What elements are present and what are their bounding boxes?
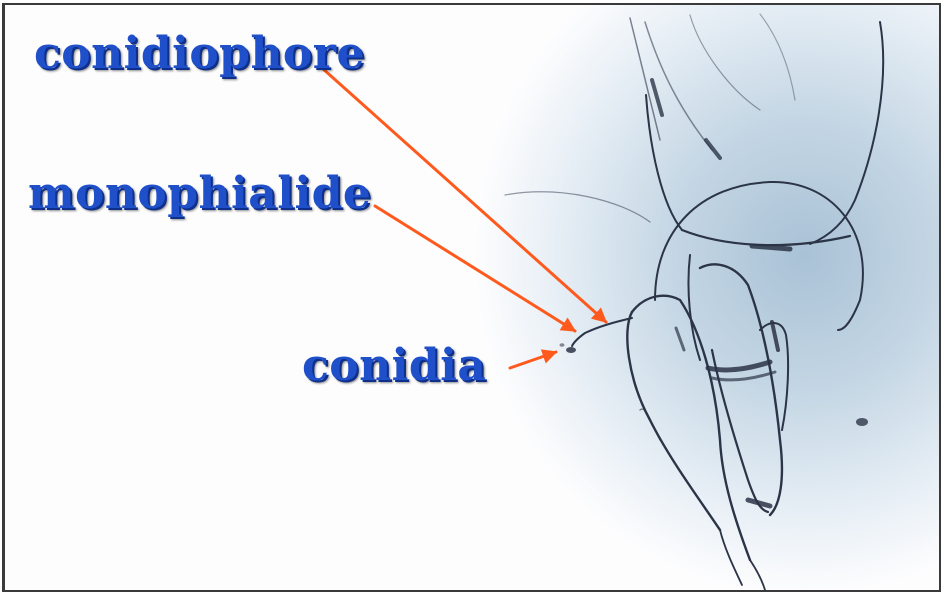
arrow-conidia xyxy=(510,352,556,368)
label-conidia: conidia xyxy=(302,340,486,391)
label-monophialide: monophialide xyxy=(28,168,371,219)
label-conidiophore: conidiophore xyxy=(34,28,365,79)
fungal-structure xyxy=(505,14,883,590)
